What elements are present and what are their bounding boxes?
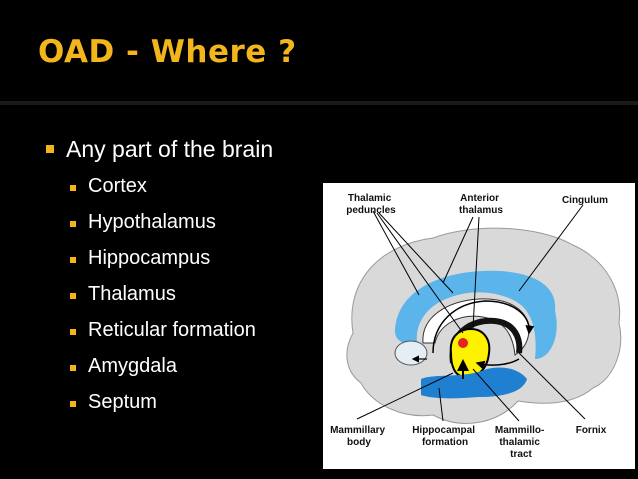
sub-bullet-hippocampus: Hippocampus (88, 247, 211, 269)
sub-bullet-reticular-formation: Reticular formation (88, 319, 256, 341)
sub-bullet-thalamus: Thalamus (88, 283, 176, 305)
sub-bullet-marker (70, 401, 76, 407)
label-mammillothalamic-tract: Mammillo- thalamic tract (495, 425, 547, 460)
hippocampal-region (421, 367, 527, 399)
sub-bullet-amygdala: Amygdala (88, 355, 177, 377)
sub-bullet-hypothalamus: Hypothalamus (88, 211, 216, 233)
papez-circuit-diagram: Thalamic peduncles Anterior thalamus Cin… (323, 183, 635, 469)
title-band: OAD - Where ? (0, 0, 638, 101)
sub-bullet-septum: Septum (88, 391, 157, 413)
mammillothalamic-red (458, 338, 468, 348)
label-mammillary-body: Mammillary body (330, 425, 388, 448)
septal-area (394, 340, 428, 366)
label-thalamic-peduncles: Thalamic peduncles (346, 193, 396, 216)
corpus-callosum (422, 298, 530, 356)
sub-bullet-cortex: Cortex (88, 175, 147, 197)
slide-title: OAD - Where ? (38, 34, 297, 70)
brain-outline (346, 227, 622, 424)
sub-bullet-marker (70, 329, 76, 335)
title-divider (0, 101, 638, 105)
sub-bullet-marker (70, 221, 76, 227)
sub-bullet-marker (70, 257, 76, 263)
label-cingulum: Cingulum (562, 195, 608, 206)
sub-bullet-marker (70, 185, 76, 191)
main-bullet: Any part of the brain (66, 136, 274, 162)
brain-illustration: Thalamic peduncles Anterior thalamus Cin… (330, 193, 622, 460)
label-hippocampal-formation: Hippocampal formation (412, 425, 478, 448)
label-anterior-thalamus: Anterior thalamus (459, 193, 503, 216)
label-fornix: Fornix (576, 425, 607, 436)
bullet-marker (46, 145, 54, 153)
sub-bullet-marker (70, 293, 76, 299)
cingulate-region (395, 270, 557, 359)
sub-bullet-marker (70, 365, 76, 371)
thalamus (449, 327, 491, 379)
